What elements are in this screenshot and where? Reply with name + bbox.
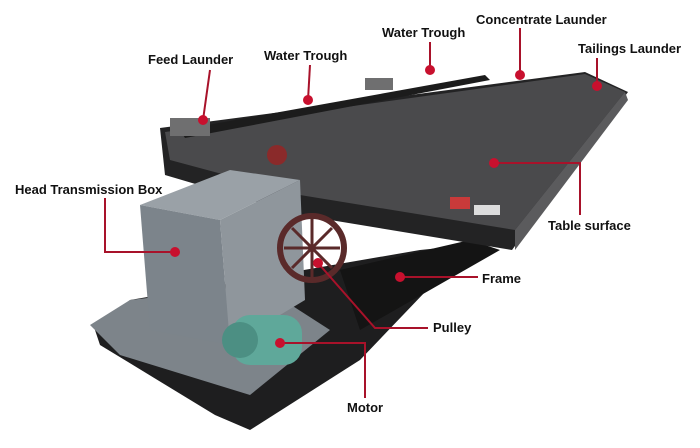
feed-launder-label: Feed Launder bbox=[148, 52, 234, 67]
motor-label: Motor bbox=[347, 400, 384, 415]
water-trough-rail bbox=[180, 75, 490, 138]
table-surface bbox=[165, 74, 625, 230]
concentrate-launder-label: Concentrate Launder bbox=[476, 12, 607, 27]
adjust-handwheel bbox=[267, 145, 287, 165]
motor-dot bbox=[275, 338, 285, 348]
pulley-spokes bbox=[284, 218, 340, 278]
gearbox-side bbox=[220, 180, 305, 345]
motor-end bbox=[222, 322, 258, 358]
gearbox-front bbox=[140, 205, 230, 345]
brand-badge bbox=[450, 197, 470, 209]
frame-label: Frame bbox=[482, 271, 522, 286]
tailings-launder-dot bbox=[592, 81, 602, 91]
pulley-wheel bbox=[277, 213, 347, 283]
gearbox-top bbox=[140, 170, 300, 220]
concentrate-launder-dot bbox=[515, 70, 525, 80]
frame-dot bbox=[395, 272, 405, 282]
head-transmission-box-label: Head Transmission Box bbox=[15, 182, 163, 197]
pulley-dot bbox=[313, 258, 323, 268]
water-trough-label-1: Water Trough bbox=[264, 48, 348, 63]
head-transmission-box-dot bbox=[170, 247, 180, 257]
water-trough-label-2: Water Trough bbox=[382, 25, 466, 40]
leader-lines bbox=[104, 28, 598, 398]
trough-box bbox=[365, 78, 393, 90]
frame-beam bbox=[340, 240, 500, 330]
table-edge bbox=[515, 92, 628, 250]
pulley-label: Pulley bbox=[433, 320, 472, 335]
table-surface-label: Table surface bbox=[548, 218, 631, 233]
water-trough-2-dot bbox=[425, 65, 435, 75]
table-surface-dot bbox=[489, 158, 499, 168]
tailings-launder-label: Tailings Launder bbox=[578, 41, 682, 56]
model-badge bbox=[474, 205, 500, 215]
water-trough-1-dot bbox=[303, 95, 313, 105]
feed-launder-dot bbox=[198, 115, 208, 125]
